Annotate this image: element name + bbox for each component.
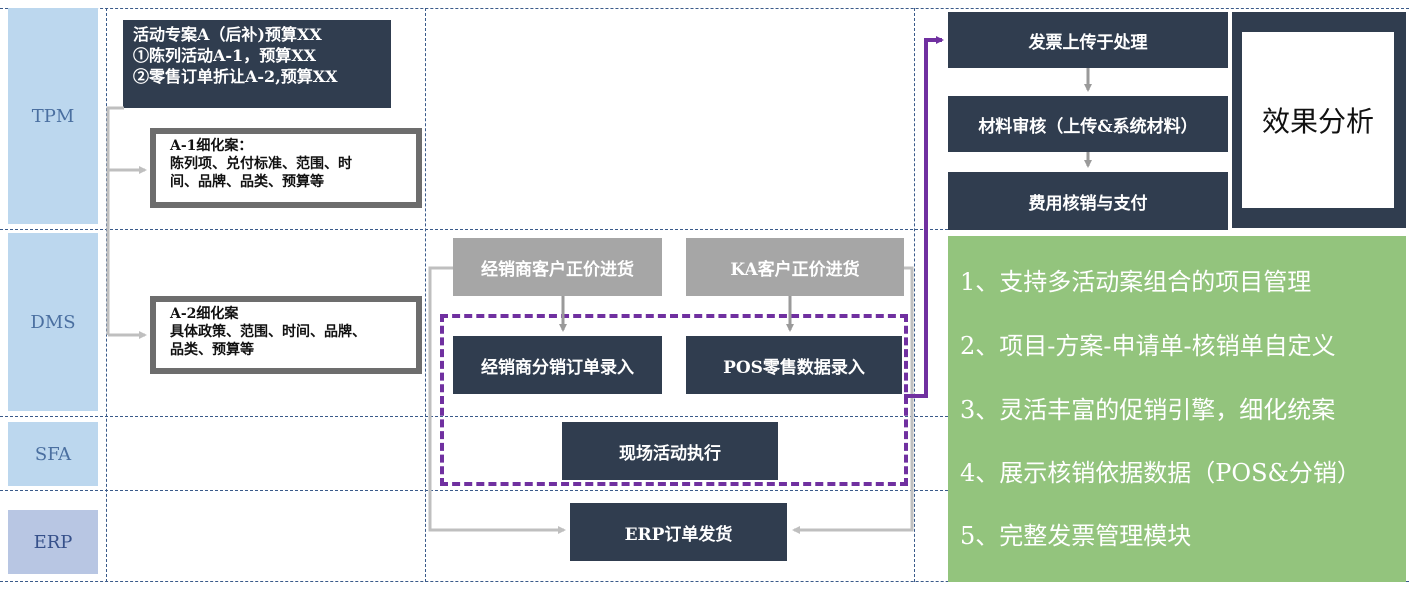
detail-a1-title: A-1细化案：: [170, 138, 253, 154]
detail-a2-line-1: 具体政策、范围、时间、品牌、: [170, 324, 366, 340]
plan-line-2: ①陈列活动A-1，预算XX: [133, 46, 317, 65]
top-border: [0, 8, 1409, 9]
plan-line-3: ②零售订单折让A-2,预算XX: [133, 67, 338, 86]
detail-a2-title: A-2细化案: [170, 306, 239, 322]
feature-item-3: 3、灵活丰富的促销引擎，细化统案: [960, 396, 1336, 424]
material-review-box: 材料审核（上传&系统材料）: [948, 96, 1228, 152]
lane-divider-tpm-dms: [0, 229, 948, 230]
activity-plan-box: 活动专案A（后补)预算XX ①陈列活动A-1，预算XX ②零售订单折让A-2,预…: [123, 20, 391, 108]
detail-a2-box: A-2细化案 具体政策、范围、时间、品牌、 品类、预算等: [150, 296, 422, 374]
dealer-purchase-box: 经销商客户正价进货: [453, 238, 662, 296]
plan-line-1: 活动专案A（后补)预算XX: [133, 25, 322, 44]
features-panel: 1、支持多活动案组合的项目管理 2、项目-方案-申请单-核销单自定义 3、灵活丰…: [948, 236, 1406, 582]
data-to-invoice-connector: [904, 36, 944, 398]
invoice-upload-box: 发票上传于处理: [948, 12, 1228, 68]
effect-analysis-frame: 效果分析: [1232, 12, 1406, 228]
detail-a1-line-1: 陈列项、兑付标准、范围、时: [170, 156, 352, 172]
expense-payment-box: 费用核销与支付: [948, 172, 1228, 230]
field-activity-box: 现场活动执行: [562, 422, 778, 480]
lane-label-dms: DMS: [8, 233, 98, 411]
bottom-border: [0, 581, 1409, 582]
lane-divider-sfa-erp: [0, 490, 948, 491]
dealer-order-entry-box: 经销商分销订单录入: [453, 336, 662, 394]
erp-delivery-box: ERP订单发货: [570, 503, 787, 561]
lane-label-tpm: TPM: [8, 8, 98, 224]
feature-item-2: 2、项目-方案-申请单-核销单自定义: [960, 332, 1336, 360]
effect-analysis-label: 效果分析: [1242, 32, 1394, 208]
feature-item-1: 1、支持多活动案组合的项目管理: [960, 268, 1312, 296]
pos-entry-box: POS零售数据录入: [686, 336, 902, 394]
lane-label-erp: ERP: [8, 510, 98, 574]
feature-item-4: 4、展示核销依据数据（POS&分销）: [960, 459, 1361, 487]
column-divider-3: [914, 8, 915, 582]
detail-a1-box: A-1细化案： 陈列项、兑付标准、范围、时 间、品牌、品类、预算等: [150, 128, 422, 208]
column-divider-1: [106, 8, 107, 582]
detail-a2-line-2: 品类、预算等: [170, 342, 254, 358]
lane-label-sfa: SFA: [8, 422, 98, 486]
ka-purchase-box: KA客户正价进货: [686, 238, 904, 296]
plan-to-details-connector: [106, 106, 124, 335]
detail-a1-line-2: 间、品牌、品类、预算等: [170, 174, 324, 190]
column-divider-2: [425, 8, 426, 582]
feature-item-5: 5、完整发票管理模块: [960, 522, 1192, 550]
